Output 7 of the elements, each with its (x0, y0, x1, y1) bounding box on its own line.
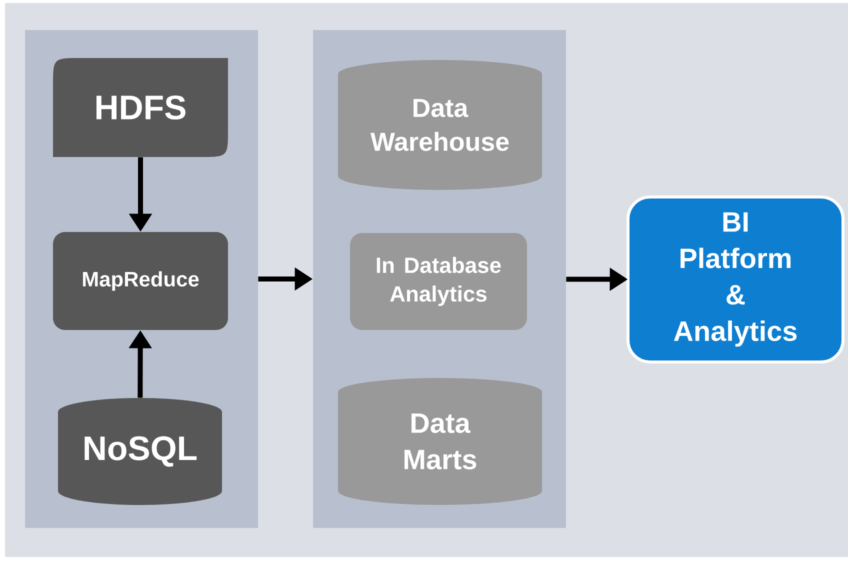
process-box: MapReduce (53, 232, 228, 330)
database-cylinder: Data Warehouse (338, 60, 542, 190)
database-cylinder: Data Marts (338, 378, 542, 505)
document-box: HDFS (53, 58, 228, 157)
database-cylinder: NoSQL (58, 398, 222, 505)
output-box: BI Platform & Analytics (626, 196, 844, 364)
process-box: In Database Analytics (350, 233, 527, 330)
